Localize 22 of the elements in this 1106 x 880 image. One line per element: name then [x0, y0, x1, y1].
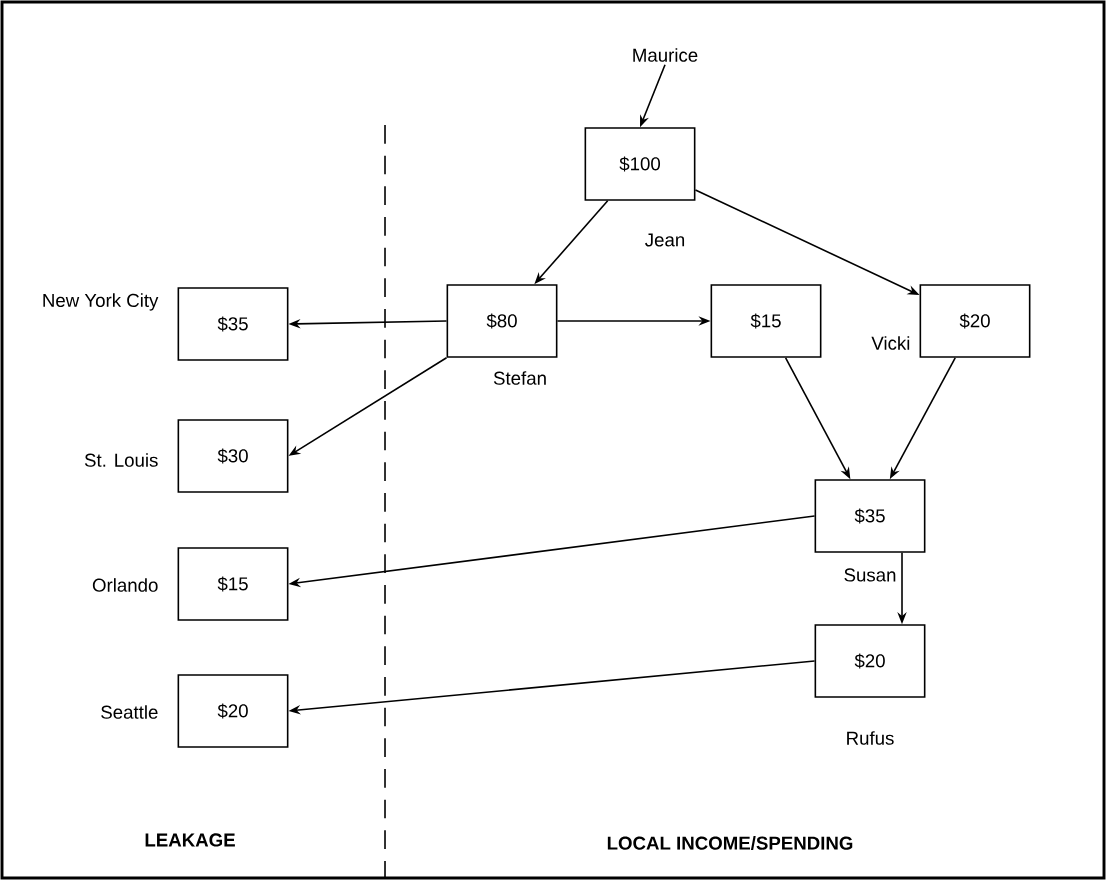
amount-box: $20: [177, 674, 289, 748]
amount-box: $20: [814, 624, 926, 698]
name-label: Seattle: [101, 705, 158, 719]
section-label: LOCAL INCOME/SPENDING: [607, 836, 853, 850]
name-label: New York City: [43, 293, 159, 311]
amount-box: $35: [177, 287, 289, 361]
name-label: Maurice: [633, 48, 698, 62]
amount-box: $15: [710, 284, 822, 358]
name-label: Stefan: [493, 371, 546, 385]
name-label: Jean: [645, 233, 685, 247]
name-label: St. Louis: [84, 453, 158, 467]
section-label: LEAKAGE: [145, 833, 235, 847]
amount-box: $35: [814, 479, 926, 553]
amount-box: $20: [919, 284, 1031, 358]
name-label: Susan: [844, 568, 896, 582]
amount-box: $80: [446, 284, 558, 358]
amount-box: $30: [177, 419, 289, 493]
amount-box: $100: [584, 127, 696, 201]
name-label: Rufus: [847, 731, 894, 745]
amount-box: $15: [177, 547, 289, 621]
name-label: Vicki: [871, 336, 910, 350]
name-label: Orlando: [92, 578, 158, 592]
